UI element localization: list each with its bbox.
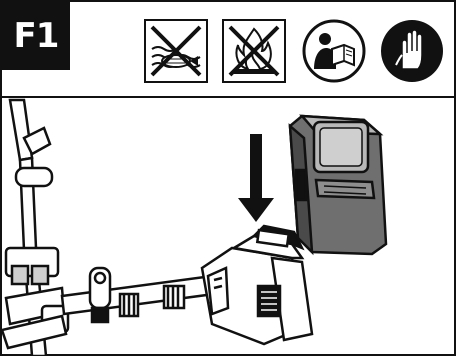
no-water-immersion-icon: [144, 19, 208, 83]
battery-pack: [288, 114, 388, 256]
insert-direction-arrow: [238, 134, 274, 222]
figure-header: F1: [2, 2, 454, 98]
figure-label-badge: F1: [2, 2, 70, 70]
auxiliary-handle: [0, 246, 70, 350]
motor-housing: [200, 224, 314, 346]
no-fire-icon: [222, 19, 286, 83]
battery-insertion-illustration: [0, 98, 454, 358]
read-manual-icon: [302, 19, 366, 83]
trimmer-lower-shaft: [60, 266, 216, 324]
wear-gloves-icon: [380, 19, 444, 83]
